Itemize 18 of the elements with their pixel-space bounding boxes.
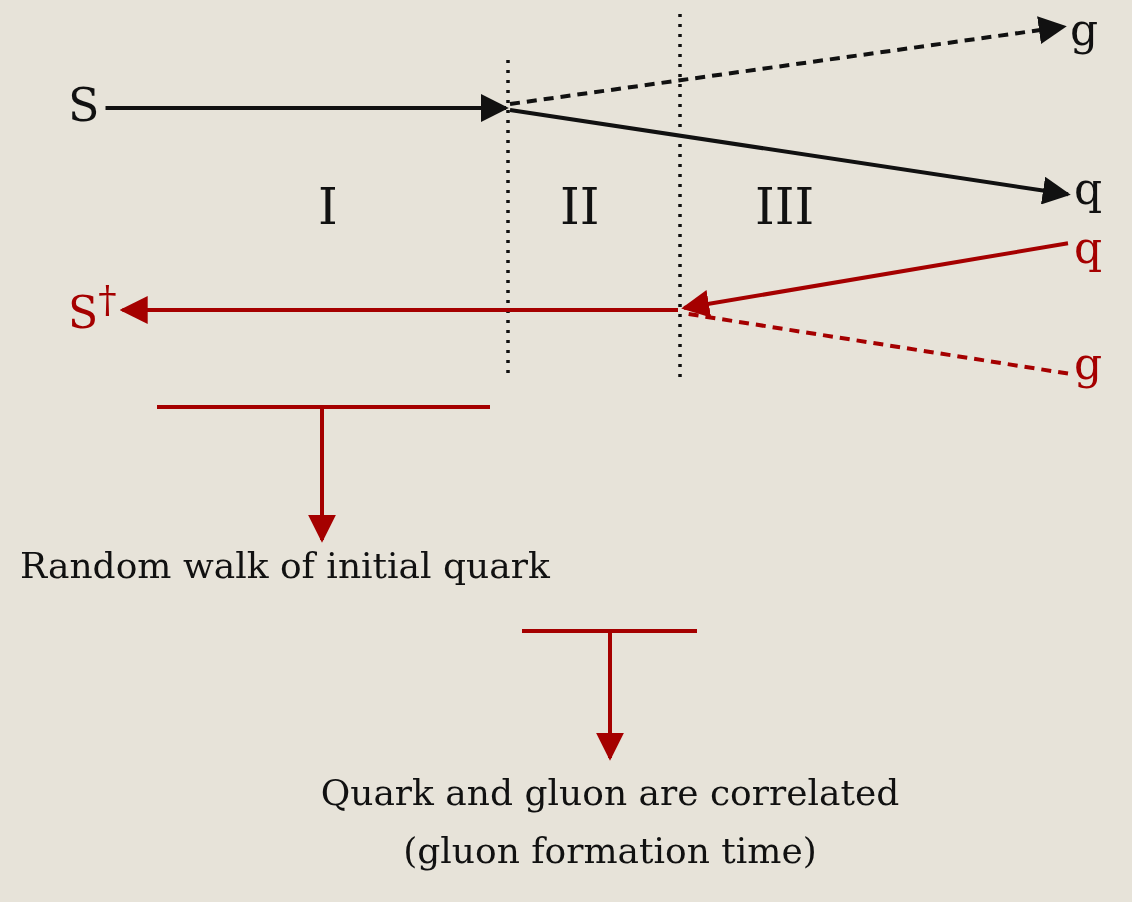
particle-label: S [68,80,100,131]
particle-label: S$^{†}$ [68,280,117,338]
annotation-text: Random walk of initial quark [20,546,550,586]
region-label: I [318,180,338,235]
particle-label: g [1074,340,1103,389]
arrow [509,16,1067,106]
particle-label: g [1070,6,1099,55]
particle-label: q [1074,165,1103,214]
arrow [596,633,624,761]
annotation-text: Quark and gluon are correlated (gluon formation time) [270,764,950,880]
arrow [105,94,509,122]
region-label: II [560,180,600,235]
arrow [681,241,1069,318]
arrow [509,108,1071,205]
region-label: III [755,180,815,235]
arrow [308,409,336,543]
particle-label: q [1074,224,1103,273]
arrow [119,296,678,324]
